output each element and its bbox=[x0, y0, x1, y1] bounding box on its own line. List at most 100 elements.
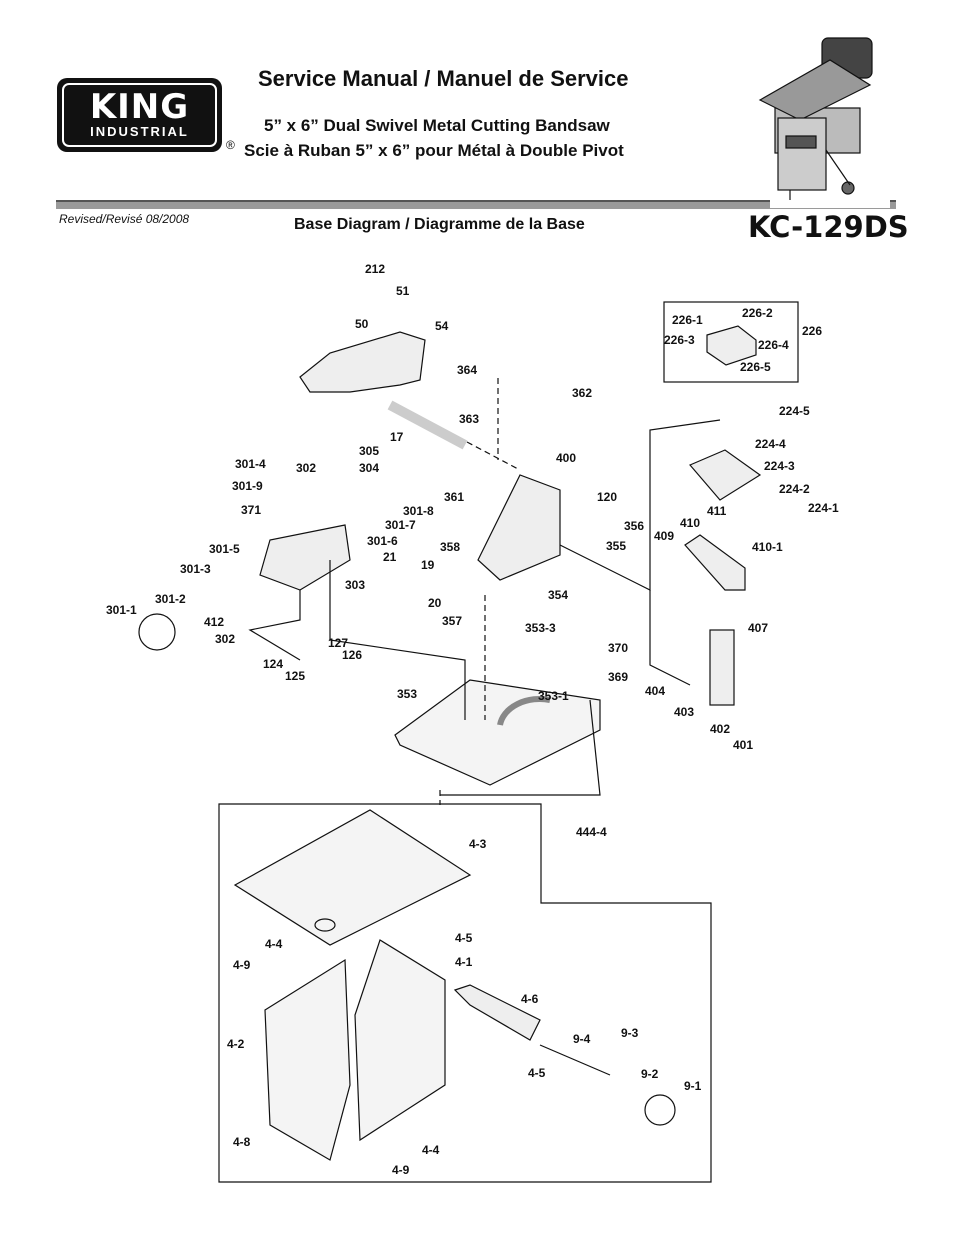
cover-224-3 bbox=[689, 449, 762, 501]
part-label-301-9: 301-9 bbox=[232, 479, 263, 493]
part-label-362: 362 bbox=[572, 386, 592, 400]
subtitle-english: 5” x 6” Dual Swivel Metal Cutting Bandsa… bbox=[264, 116, 610, 135]
part-label-4-3: 4-3 bbox=[469, 837, 487, 851]
part-label-127: 127 bbox=[328, 636, 348, 650]
part-label-411: 411 bbox=[707, 504, 727, 518]
part-label-301-7: 301-7 bbox=[385, 518, 416, 532]
part-label-402: 402 bbox=[710, 722, 730, 736]
part-label-212: 212 bbox=[365, 262, 385, 276]
part-label-224-1: 224-1 bbox=[808, 501, 839, 515]
miter-scale-353-1 bbox=[497, 695, 551, 726]
assembly-lines bbox=[439, 378, 521, 805]
part-label-9-2: 9-2 bbox=[641, 1067, 659, 1081]
model-number: KC-129DS bbox=[748, 210, 909, 244]
part-label-124: 124 bbox=[263, 657, 283, 671]
stand-inset-444-4 bbox=[218, 803, 712, 1183]
part-labels: 212 51 50 54 17 364 363 362 400 226-1 22… bbox=[106, 262, 839, 1177]
part-label-358: 358 bbox=[440, 540, 460, 554]
part-label-407: 407 bbox=[748, 621, 768, 635]
bandsaw-product-photo bbox=[758, 37, 890, 208]
part-label-226-2: 226-2 bbox=[742, 306, 773, 320]
part-label-4-5-top: 4-5 bbox=[455, 931, 473, 945]
part-label-301-6: 301-6 bbox=[367, 534, 398, 548]
king-logo: KING INDUSTRIAL bbox=[57, 78, 222, 152]
bracket-409 bbox=[684, 534, 746, 591]
part-label-4-8: 4-8 bbox=[233, 1135, 251, 1149]
part-label-301-8: 301-8 bbox=[403, 504, 434, 518]
part-label-364: 364 bbox=[457, 363, 477, 377]
part-label-50: 50 bbox=[355, 317, 369, 331]
tray-hole bbox=[314, 918, 336, 932]
part-label-371: 371 bbox=[241, 503, 261, 517]
part-label-19: 19 bbox=[421, 558, 435, 572]
part-label-302-bottom: 302 bbox=[215, 632, 235, 646]
part-label-301-4: 301-4 bbox=[235, 457, 266, 471]
part-label-226-4: 226-4 bbox=[758, 338, 789, 352]
part-label-125: 125 bbox=[285, 669, 305, 683]
part-label-301-3: 301-3 bbox=[180, 562, 211, 576]
part-label-224-4: 224-4 bbox=[755, 437, 786, 451]
logo-subtext: INDUSTRIAL bbox=[90, 124, 189, 139]
part-label-356: 356 bbox=[624, 519, 644, 533]
base-plate-353 bbox=[394, 679, 601, 786]
part-label-370: 370 bbox=[608, 641, 628, 655]
part-label-4-1: 4-1 bbox=[455, 955, 473, 969]
part-label-410: 410 bbox=[680, 516, 700, 530]
assembly-connector-lines bbox=[248, 419, 721, 796]
part-label-369: 369 bbox=[608, 670, 628, 684]
part-label-4-5-bottom: 4-5 bbox=[528, 1066, 546, 1080]
part-label-303: 303 bbox=[345, 578, 365, 592]
stand-side-4-1 bbox=[354, 939, 446, 1142]
part-label-404: 404 bbox=[645, 684, 665, 698]
switch-box bbox=[706, 325, 757, 366]
part-label-226: 226 bbox=[802, 324, 822, 338]
part-label-226-3: 226-3 bbox=[664, 333, 695, 347]
part-label-9-3: 9-3 bbox=[621, 1026, 639, 1040]
part-label-4-9-bottom: 4-9 bbox=[392, 1163, 410, 1177]
subtitle-french: Scie à Ruban 5” x 6” pour Métal à Double… bbox=[244, 141, 624, 160]
part-label-17: 17 bbox=[390, 430, 404, 444]
part-label-120: 120 bbox=[597, 490, 617, 504]
part-label-226-1: 226-1 bbox=[672, 313, 703, 327]
part-label-403: 403 bbox=[674, 705, 694, 719]
header-divider bbox=[56, 200, 896, 209]
part-label-304: 304 bbox=[359, 461, 379, 475]
part-label-226-5: 226-5 bbox=[740, 360, 771, 374]
wheel-bracket-4-6 bbox=[453, 984, 541, 1041]
switch-box-inset bbox=[663, 301, 799, 383]
part-label-4-9-top: 4-9 bbox=[233, 958, 251, 972]
handwheel-301-1 bbox=[138, 613, 176, 651]
part-label-410-1: 410-1 bbox=[752, 540, 783, 554]
arm-bracket-54 bbox=[299, 331, 426, 393]
part-label-357: 357 bbox=[442, 614, 462, 628]
swivel-bracket-358 bbox=[477, 474, 561, 581]
part-label-9-4: 9-4 bbox=[573, 1032, 591, 1046]
part-label-224-2: 224-2 bbox=[779, 482, 810, 496]
part-label-54: 54 bbox=[435, 319, 449, 333]
part-label-444-4: 444-4 bbox=[576, 825, 607, 839]
part-label-301-2: 301-2 bbox=[155, 592, 186, 606]
shaft-17 bbox=[387, 400, 468, 450]
part-label-353: 353 bbox=[397, 687, 417, 701]
page-title: Service Manual / Manuel de Service bbox=[258, 66, 629, 91]
registered-mark: ® bbox=[226, 138, 235, 152]
part-label-301-5: 301-5 bbox=[209, 542, 240, 556]
wheel-9-1 bbox=[644, 1094, 676, 1126]
revision-date: Revised/Revisé 08/2008 bbox=[59, 212, 190, 226]
part-label-353-1: 353-1 bbox=[538, 689, 569, 703]
part-label-412: 412 bbox=[204, 615, 224, 629]
part-label-9-1: 9-1 bbox=[684, 1079, 702, 1093]
part-label-21: 21 bbox=[383, 550, 397, 564]
part-label-20: 20 bbox=[428, 596, 442, 610]
part-label-51: 51 bbox=[396, 284, 410, 298]
stand-side-4-2 bbox=[264, 958, 351, 1161]
diagram-linework bbox=[138, 37, 890, 1183]
part-label-302-top: 302 bbox=[296, 461, 316, 475]
part-label-224-5: 224-5 bbox=[779, 404, 810, 418]
part-label-4-6: 4-6 bbox=[521, 992, 539, 1006]
part-label-305: 305 bbox=[359, 444, 379, 458]
part-label-224-3: 224-3 bbox=[764, 459, 795, 473]
axle-9-4 bbox=[539, 1044, 611, 1076]
diagram-title: Base Diagram / Diagramme de la Base bbox=[294, 216, 585, 233]
logo-text: KING bbox=[89, 87, 190, 127]
